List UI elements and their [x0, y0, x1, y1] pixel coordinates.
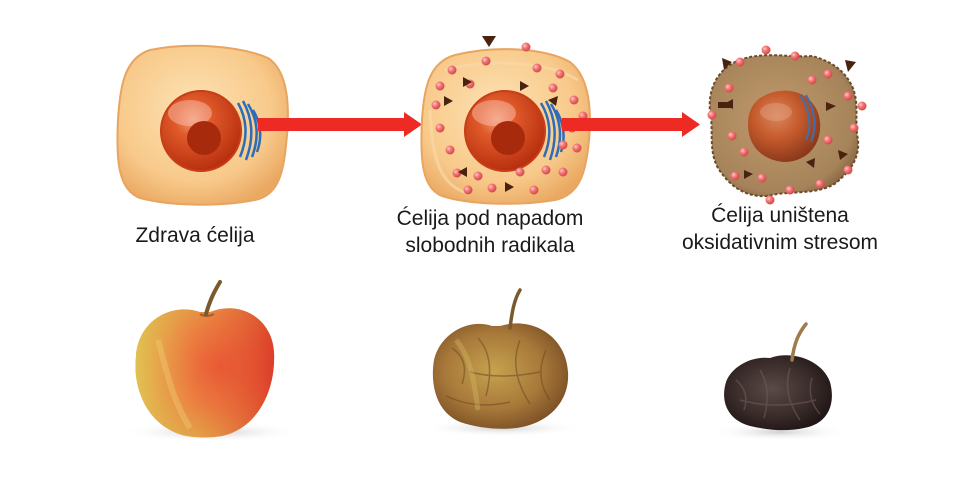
attacked-cell: [420, 36, 591, 205]
wrinkling-apple: [420, 288, 584, 437]
caption-attacked-line2: slobodnih radikala: [405, 234, 575, 257]
apple-stem: [790, 322, 808, 362]
fresh-apple: [120, 280, 304, 442]
caption-destroyed-line1: Ćelija uništena: [711, 204, 849, 227]
caption-destroyed-cell: Ćelija uništena oksidativnim stresom: [640, 202, 920, 256]
caption-healthy-cell: Zdrava ćelija: [110, 222, 280, 249]
progression-arrow-1: [258, 112, 422, 137]
caption-healthy-cell-text: Zdrava ćelija: [135, 224, 255, 247]
golgi-icon: [799, 94, 816, 143]
apple-stem: [204, 280, 222, 316]
free-radical-dots: [707, 45, 867, 205]
caption-destroyed-line2: oksidativnim stresom: [681, 231, 879, 254]
free-radical-triangles: [444, 36, 558, 192]
apple-stem: [508, 288, 522, 330]
rotten-apple: [710, 322, 850, 441]
progression-arrow-2: [562, 112, 700, 137]
caption-attacked-line1: Ćelija pod napadom: [396, 207, 584, 230]
destroyed-cell: [707, 45, 867, 205]
free-radical-dots: [431, 42, 588, 195]
caption-attacked-cell: Ćelija pod napadom slobodnih radikala: [345, 205, 635, 259]
